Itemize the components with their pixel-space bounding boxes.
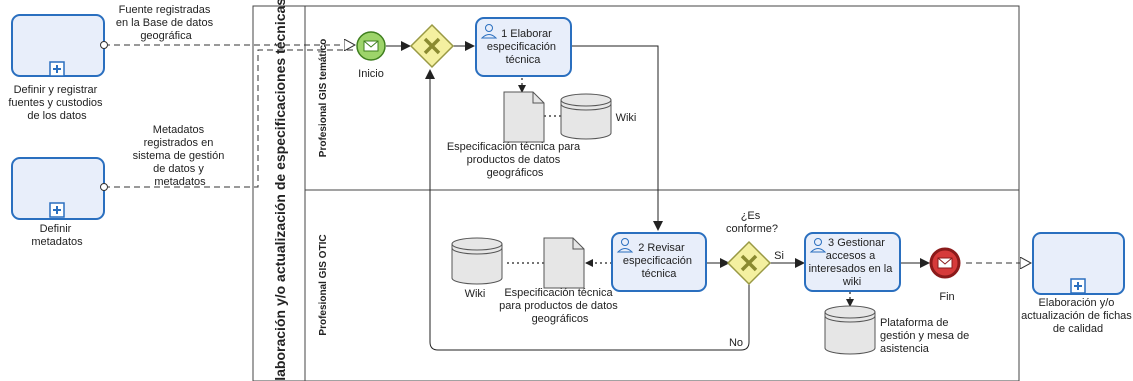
gateway-no-label: No	[729, 337, 743, 349]
data-object-especificacion-1	[503, 91, 545, 143]
envelope-icon	[363, 40, 379, 52]
data-store-plataforma	[824, 305, 876, 355]
data-object-especificacion-2	[543, 237, 585, 289]
data-store-wiki-2-label: Wiki	[465, 288, 486, 300]
x-icon	[423, 37, 441, 55]
task-revisar-especificacion[interactable]: 2 Revisar especificación técnica	[611, 232, 707, 292]
end-event[interactable]	[929, 247, 961, 279]
data-store-wiki-1-label: Wiki	[616, 112, 637, 124]
data-object-especificacion-1-label: Especificación técnica para productos de…	[447, 141, 583, 179]
start-event[interactable]	[356, 31, 386, 61]
user-icon	[809, 238, 827, 253]
gateway-question-label: ¿Es conforme?	[726, 210, 778, 235]
exclusive-gateway-1[interactable]	[409, 23, 455, 69]
end-event-label: Fin	[939, 291, 954, 303]
message-label-fuentes: Fuente registradas en la Base de datos g…	[116, 4, 216, 42]
expand-icon	[53, 206, 61, 214]
task-2-label: 2 Revisar especificación técnica	[623, 242, 695, 280]
task-gestionar-accesos[interactable]: 3 Gestionar accesos a interesados en la …	[804, 232, 901, 292]
envelope-icon	[937, 257, 953, 269]
x-icon	[740, 254, 758, 272]
message-flows	[100, 45, 1031, 263]
message-label-metadatos: Metadatos registrados en sistema de gest…	[133, 124, 228, 188]
gateway-yes-label: Si	[774, 250, 784, 262]
task-3-label: 3 Gestionar accesos a interesados en la …	[809, 237, 896, 288]
expand-icon	[53, 65, 61, 73]
associations	[507, 78, 854, 307]
user-icon	[616, 238, 634, 253]
lane-label-gis-otic: Profesional GIS OTIC	[318, 234, 329, 335]
lane-label-gis-tematico: Profesional GIS temático	[318, 39, 329, 157]
data-store-wiki-2	[451, 237, 503, 285]
subprocess-fichas-calidad-label: Elaboración y/o actualización de fichas …	[1021, 297, 1133, 335]
exclusive-gateway-conforme[interactable]	[726, 240, 772, 286]
expand-icon	[1074, 282, 1082, 290]
subprocess-fichas-calidad[interactable]	[1032, 232, 1125, 295]
pool: Elaboración y/o actualización de especif…	[252, 0, 1020, 381]
data-store-wiki-1	[560, 93, 612, 140]
sequence-flows	[386, 41, 930, 351]
data-object-especificacion-2-label: Especificación técnica para productos de…	[499, 287, 621, 325]
task-elaborar-especificacion[interactable]: 1 Elaborar especificación técnica	[475, 17, 572, 77]
subprocess-definir-fuentes[interactable]	[11, 14, 105, 77]
user-icon	[480, 24, 498, 39]
subprocess-definir-fuentes-label: Definir y registrar fuentes y custodios …	[8, 84, 105, 122]
task-1-label: 1 Elaborar especificación técnica	[487, 28, 559, 66]
subprocess-definir-metadatos[interactable]	[11, 157, 105, 220]
start-event-label: Inicio	[358, 68, 384, 80]
pool-title: Elaboración y/o actualización de especif…	[272, 0, 288, 381]
subprocess-definir-metadatos-label: Definir metadatos	[31, 223, 83, 248]
data-store-plataforma-label: Plataforma de gestión y mesa de asistenc…	[880, 317, 972, 355]
